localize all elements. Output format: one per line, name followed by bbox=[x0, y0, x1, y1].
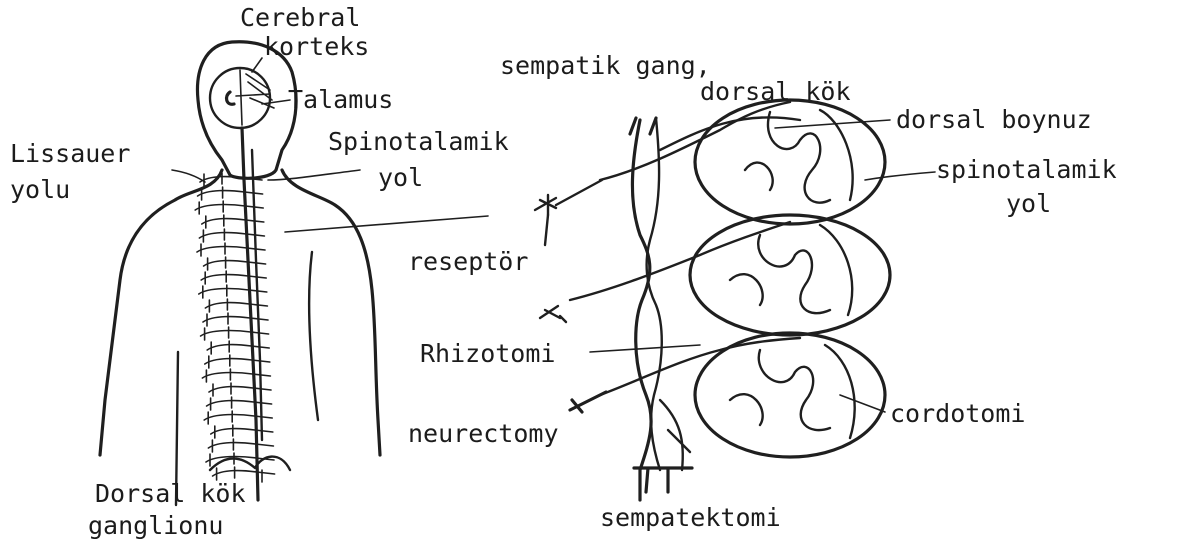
cordotomi-pointer bbox=[840, 395, 885, 412]
cord-section-3 bbox=[695, 333, 885, 457]
receptor-symbol-2 bbox=[540, 306, 566, 322]
label-sempatektomi: sempatektomi bbox=[600, 503, 781, 532]
label-yol-right: yol bbox=[1006, 189, 1051, 218]
nerve-branch bbox=[213, 471, 275, 476]
korteks-pointer-line bbox=[252, 58, 262, 72]
label-lissauer-yolu: yolu bbox=[10, 175, 70, 204]
spinal-segment-diagram bbox=[535, 100, 935, 500]
right-arm-line bbox=[309, 252, 318, 420]
label-lissauer: Lissauer bbox=[10, 139, 130, 168]
cortex-lines bbox=[236, 70, 274, 125]
label-dorsal-kok: dorsal kök bbox=[700, 77, 851, 106]
root-middle bbox=[570, 222, 790, 300]
cord-section-2 bbox=[690, 215, 890, 335]
talamus-pointer-line bbox=[262, 100, 290, 104]
spinotalamik-pointer bbox=[865, 172, 935, 180]
receptor-symbol bbox=[535, 195, 556, 215]
dorsal-root-line bbox=[660, 117, 800, 150]
label-talamus: Talamus bbox=[288, 85, 393, 114]
sympathetic-ganglion-mark bbox=[630, 118, 656, 134]
rhizotomi-pointer bbox=[590, 345, 700, 352]
nerve-branch bbox=[208, 443, 273, 448]
label-dorsal-boynuz: dorsal boynuz bbox=[896, 105, 1092, 134]
receptor-pointer-line bbox=[285, 216, 488, 232]
label-cordotomi: cordotomi bbox=[890, 399, 1025, 428]
sympathetic-chain bbox=[632, 120, 651, 500]
torso-outline bbox=[100, 170, 380, 455]
label-dorsal-kok-ganglion-line1: Dorsal kök bbox=[95, 479, 246, 508]
label-neurectomy: neurectomy bbox=[408, 419, 559, 448]
receptor-stem bbox=[545, 180, 602, 245]
lissauer-pointer-line bbox=[172, 170, 205, 182]
neurectomy-cut-mark bbox=[570, 392, 606, 412]
root-lower bbox=[600, 338, 800, 395]
sympathetic-branch bbox=[660, 400, 690, 470]
hip-curve bbox=[210, 457, 290, 470]
label-yol-left: yol bbox=[378, 163, 423, 192]
thalamus-mark bbox=[227, 92, 234, 104]
label-korteks: korteks bbox=[264, 32, 369, 61]
label-cerebral: Cerebral bbox=[240, 3, 360, 32]
sympathetic-chain-2 bbox=[647, 118, 662, 470]
sympathectomy-cut-mark bbox=[634, 468, 692, 492]
label-dorsal-kok-ganglion-line2: ganglionu bbox=[88, 511, 223, 540]
label-spinotalamik-right: spinotalamik bbox=[936, 155, 1117, 184]
label-spinotalamik-left: Spinotalamik bbox=[328, 127, 509, 156]
nerve-branch bbox=[211, 429, 273, 434]
label-reseptor: reseptör bbox=[408, 247, 528, 276]
label-rhizotomi: Rhizotomi bbox=[420, 339, 555, 368]
label-sempatik-gang: sempatik gang, bbox=[500, 51, 711, 80]
